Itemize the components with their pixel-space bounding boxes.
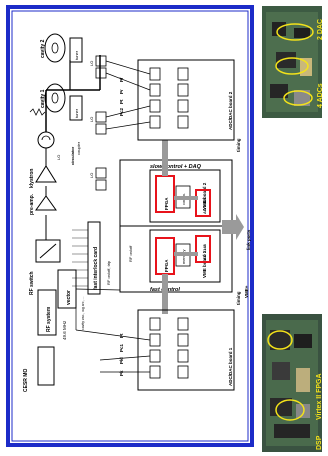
svg-text:AD 2148: AD 2148 — [202, 197, 207, 214]
board-photo-top: 4 ADCs 2 DAC — [262, 6, 324, 118]
klystron-label: klystron — [29, 169, 35, 188]
lo-label-2: LO — [89, 117, 94, 122]
svg-text:RF switch: RF switch — [29, 271, 35, 295]
svg-text:memory: memory — [181, 250, 186, 264]
svg-text:RF on/off, trip: RF on/off, trip — [106, 260, 111, 285]
svg-text:FPGA: FPGA — [164, 197, 169, 210]
svg-text:FPGA: FPGA — [164, 259, 169, 272]
slow-control-label: slow control + DAQ — [150, 164, 202, 170]
svg-text:RF system: RF system — [46, 306, 52, 332]
probe-pt2: Pt — [119, 333, 124, 338]
freq-low-label: 49.6 MHz — [62, 320, 67, 340]
timing-label-bottom: timing — [236, 291, 241, 305]
pre-amp-label: pre-amp. — [29, 193, 35, 215]
timing-label-top: timing — [236, 138, 241, 152]
lo-label-3: LO — [89, 173, 94, 178]
vme-timing-label: VME+ — [244, 285, 249, 298]
interlock-inputs: cavity vac., wg arc, ... — [81, 297, 85, 330]
svg-text:circulator: circulator — [70, 146, 75, 165]
board-photo-bottom: DSP Virtex II FPGA — [262, 314, 323, 452]
svg-text:tuner: tuner — [74, 108, 79, 118]
photo-label-virtex: Virtex II FPGA — [316, 373, 323, 420]
probe-pk: Pk — [119, 370, 124, 376]
svg-text:fast interlock card: fast interlock card — [93, 247, 99, 290]
svg-text:AD 2148: AD 2148 — [202, 243, 207, 260]
lo-label-1: LO — [89, 61, 94, 66]
photo-label-dac: 2 DAC — [317, 19, 324, 40]
link-ports-label: link ports — [246, 229, 251, 250]
svg-text:ADC/DAC board 1: ADC/DAC board 1 — [228, 347, 233, 386]
svg-text:cavity 1: cavity 1 — [40, 89, 46, 108]
svg-text:vector: vector — [66, 290, 72, 305]
rf-on-label: RF on/off — [128, 245, 133, 262]
probe-pc1: Pc1 — [119, 343, 124, 352]
svg-text:cavity 2: cavity 2 — [40, 39, 46, 58]
lo-label-4: LO — [56, 155, 61, 160]
probe-pt1: Pt — [119, 99, 124, 104]
probe-pr: Pr — [119, 89, 124, 94]
photo-label-adcs: 4 ADCs — [317, 83, 324, 108]
probe-pc2: Pc2 — [119, 107, 124, 116]
svg-text:ADC/DAC board 2: ADC/DAC board 2 — [228, 91, 233, 130]
svg-text:tuner: tuner — [74, 50, 79, 60]
svg-text:coupler: coupler — [76, 141, 81, 155]
photo-label-dsp: DSP — [316, 435, 323, 450]
cesr-mo-label: CESR MO — [23, 369, 29, 392]
